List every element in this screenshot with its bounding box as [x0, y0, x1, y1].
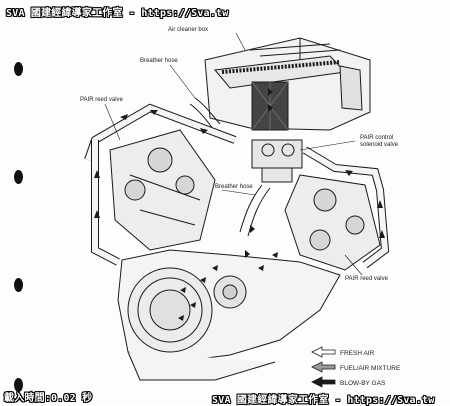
leader-lines: [104, 32, 363, 276]
fuel-air-arrow-icon: [311, 361, 336, 373]
left-cylinder-head: [109, 129, 216, 251]
legend-fuel-air-mixture: FUEL/AIR MIXTURE: [340, 365, 401, 372]
crankcase: [117, 249, 341, 381]
label-pair-control-line2: solenoid valve: [360, 142, 399, 148]
legend: FRESH AIR FUEL/AIR MIXTURE BLOW-BY GAS: [311, 346, 401, 388]
label-pair-control-solenoid-valve: PAIR control solenoid valve: [360, 135, 399, 148]
binder-hole: [14, 62, 23, 76]
pair-hose-right: [302, 146, 390, 269]
watermark-bottom-left: 載入時間:0.02 秒: [4, 393, 93, 404]
legend-blow-by-gas: BLOW-BY GAS: [340, 380, 386, 387]
breather-hose-mid: [239, 184, 271, 237]
binder-hole: [14, 170, 23, 184]
fresh-air-arrow-icon: [311, 346, 336, 358]
label-air-cleaner-box: Air cleaner box: [168, 27, 208, 33]
blow-by-gas-arrow-icon: [311, 376, 336, 388]
watermark-top: SVA 國建經緯導家工作室 - https://Sva.tw: [6, 8, 229, 19]
right-cylinder-head: [284, 174, 381, 271]
pair-control-solenoid-valve: [251, 139, 303, 183]
legend-fresh-air: FRESH AIR: [340, 350, 375, 357]
binder-hole: [14, 378, 23, 392]
label-pair-control-line1: PAIR control: [360, 135, 393, 141]
flow-arrows: [94, 88, 385, 321]
binder-hole: [14, 278, 23, 292]
air-cleaner-box: [204, 37, 371, 131]
label-breather-hose-top: Breather hose: [140, 58, 178, 64]
watermark-bottom-right: SVA 國建經緯導家工作室 - https://Sva.tw: [212, 395, 435, 406]
label-pair-reed-valve-right: PAIR reed valve: [345, 276, 389, 282]
label-pair-reed-valve-left: PAIR reed valve: [80, 97, 124, 103]
label-breather-hose-mid: Breather hose: [215, 184, 253, 190]
